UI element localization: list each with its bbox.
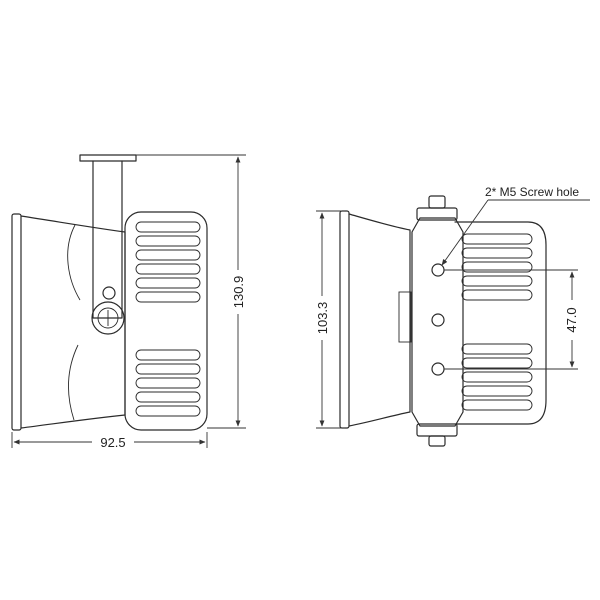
- back-side-tab: [398, 291, 412, 343]
- side-bracket-top-plate: [79, 154, 137, 162]
- back-heatsink-fins: [461, 233, 533, 411]
- side-heatsink-fins: [135, 221, 201, 417]
- width-dimension-label: 92.5: [100, 435, 125, 450]
- back-housing-outline: [348, 213, 411, 427]
- screw-hole-callout-label: 2* M5 Screw hole: [485, 185, 579, 199]
- back-top-bolt: [428, 195, 446, 209]
- side-heatsink-body: [124, 211, 208, 431]
- hole-spacing-label: 47.0: [564, 307, 579, 332]
- screw-hole-callout: 2* M5 Screw hole: [441, 185, 590, 266]
- side-height-label: 130.9: [231, 276, 246, 309]
- side-knob-inner: [97, 307, 119, 329]
- screw-hole-bottom: [431, 362, 445, 376]
- side-knob: [91, 301, 125, 335]
- screw-hole-middle: [431, 313, 445, 327]
- hole-spacing-dimension: 47.0: [444, 269, 579, 370]
- back-bracket-plate: [411, 217, 464, 427]
- side-bracket-pivot: [102, 286, 116, 300]
- side-height-dimension: 130.9: [136, 154, 246, 429]
- screw-hole-top: [431, 263, 445, 277]
- side-bracket-arm: [92, 160, 123, 319]
- back-view: [339, 195, 547, 447]
- back-bottom-bolt: [428, 435, 446, 447]
- side-view: [11, 154, 208, 431]
- side-housing-outline: [20, 215, 126, 429]
- back-heatsink-body: [454, 221, 547, 425]
- back-height-label: 103.3: [315, 302, 330, 335]
- back-lens-rim: [339, 210, 350, 429]
- side-knob-cross: [100, 310, 116, 326]
- side-width-dimension: 92.5: [11, 432, 208, 450]
- back-height-dimension: 103.3: [314, 210, 345, 429]
- side-lens-rim: [11, 213, 22, 431]
- side-housing-inner-curve: [67, 224, 81, 421]
